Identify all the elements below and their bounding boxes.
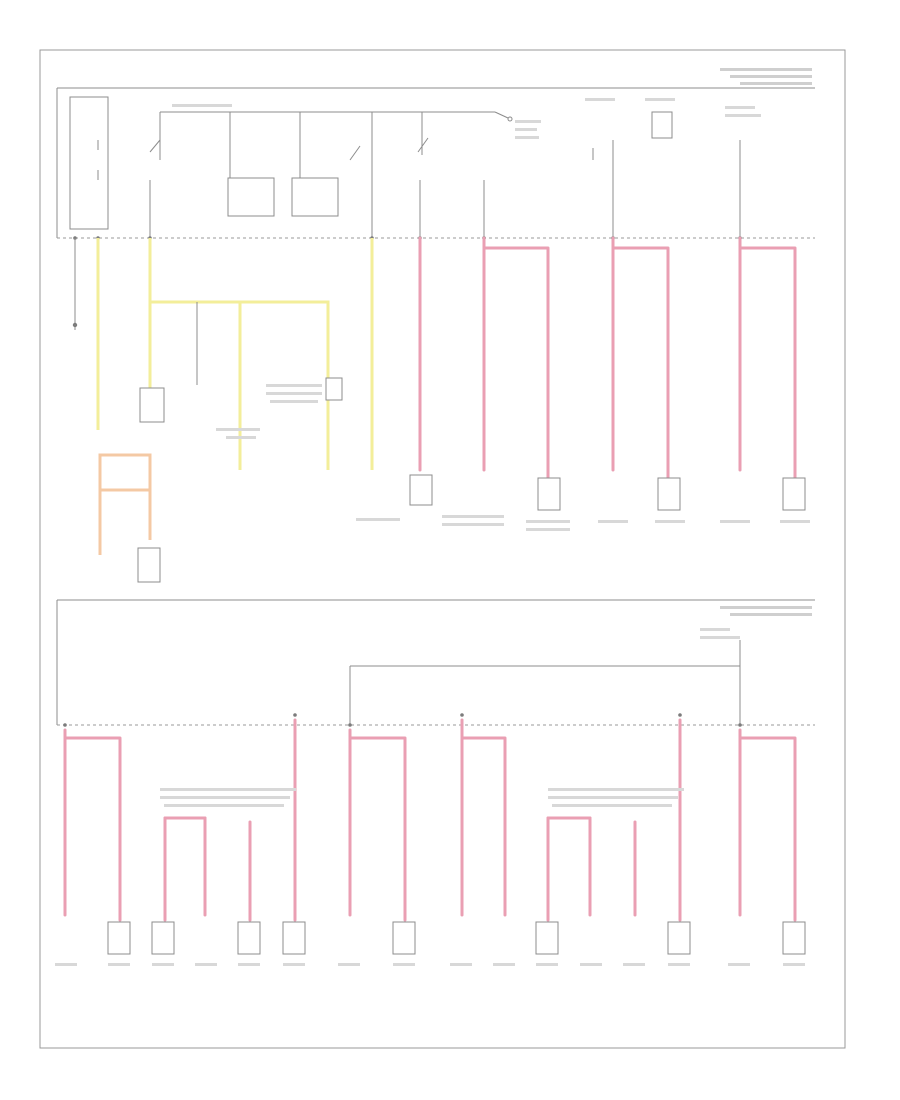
pink-wire <box>348 736 407 922</box>
unreadable-labels-top <box>172 68 812 531</box>
fuse-holder <box>651 111 673 139</box>
pink-wire <box>482 246 550 480</box>
relay-module <box>227 177 275 217</box>
component-connector <box>137 547 161 583</box>
unreadable-labels-bottom <box>55 606 812 966</box>
top-panel <box>56 68 815 583</box>
outer-frame <box>39 49 846 1049</box>
internal-relay-block <box>69 96 109 230</box>
component-connector <box>409 474 433 506</box>
relay-module <box>291 177 339 217</box>
switch-contact <box>149 139 161 153</box>
yellow-wire <box>150 300 330 470</box>
component-connector <box>782 477 806 511</box>
orange-wire <box>98 453 152 492</box>
pink-wire <box>738 736 797 922</box>
pink-wire <box>738 246 797 480</box>
component-connector <box>139 387 165 423</box>
component-connector <box>657 477 681 511</box>
pink-wire <box>460 736 507 917</box>
bottom-panel <box>55 599 815 966</box>
pink-wire <box>611 246 670 480</box>
switch-contact <box>417 137 429 153</box>
bottom-components <box>107 921 806 955</box>
pink-wire <box>63 736 122 922</box>
switch-contact <box>349 145 361 161</box>
inline-connector <box>325 377 343 401</box>
component-connector <box>537 477 561 511</box>
bottom-connector-row <box>63 713 742 727</box>
